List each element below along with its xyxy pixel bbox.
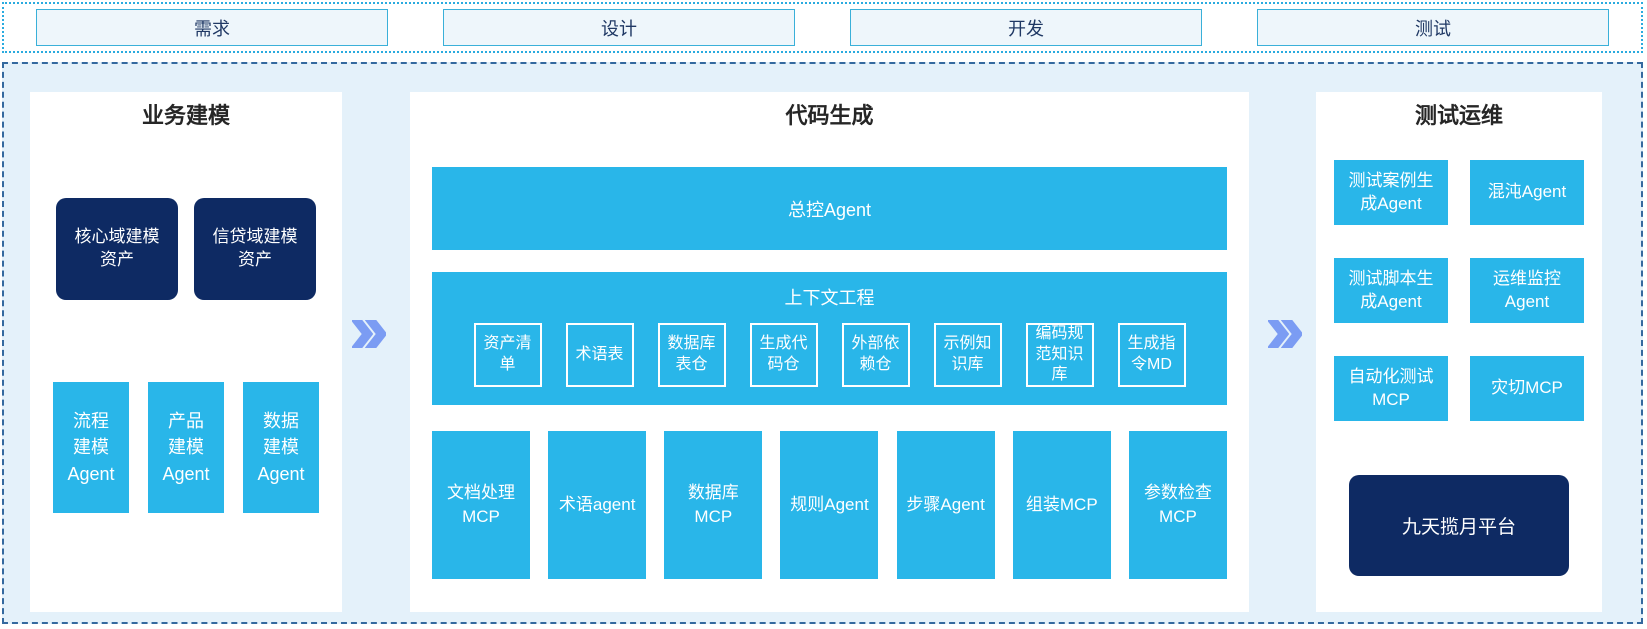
code-generation-title: 代码生成: [785, 103, 874, 128]
phase-requirements: 需求: [36, 9, 388, 46]
test-operations-title: 测试运维: [1414, 103, 1503, 128]
phase-design: 设计: [443, 9, 795, 46]
context-box-example-knowledge: 示例知识库: [933, 323, 1002, 387]
agent-box-data-modeling: 数据建模Agent: [243, 382, 319, 513]
testops-box-test-script-gen-agent: 测试脚本生成Agent: [1334, 258, 1448, 323]
tool-box-step-agent: 步骤Agent: [896, 431, 995, 579]
tool-box-glossary-agent: 术语agent: [548, 431, 647, 579]
flow-arrow-icon: [1268, 320, 1302, 348]
panel-business-modeling: 业务建模 核心域建模资产 信贷域建模资产 流程建模Agent 产品建模Agent…: [30, 92, 342, 612]
context-item-row: 资产清单 术语表 数据库表仓 生成代码仓 外部依赖仓 示例知识库 编码规范知识库…: [432, 323, 1227, 387]
tool-box-database-mcp: 数据库MCP: [664, 431, 763, 579]
context-engineering-title: 上下文工程: [784, 288, 875, 308]
context-box-external-deps-repo: 外部依赖仓: [841, 323, 910, 387]
panel-code-generation: 代码生成 总控Agent 上下文工程 资产清单 术语表 数据库表仓 生成代码仓 …: [410, 92, 1249, 612]
platform-box-jiutian-lanyue: 九天揽月平台: [1349, 475, 1569, 576]
flow-arrow-icon: [352, 320, 386, 348]
context-box-generation-instructions: 生成指令MD: [1117, 323, 1186, 387]
testops-box-test-case-gen-agent: 测试案例生成Agent: [1334, 160, 1448, 225]
panel-test-operations: 测试运维 测试案例生成Agent 混沌Agent 测试脚本生成Agent 运维监…: [1316, 92, 1602, 612]
testops-box-chaos-agent: 混沌Agent: [1470, 160, 1584, 225]
master-agent-bar: 总控Agent: [432, 167, 1227, 250]
codegen-tool-row: 文档处理MCP 术语agent 数据库MCP 规则Agent 步骤Agent 组…: [432, 431, 1227, 579]
context-box-coding-standards: 编码规范知识库: [1025, 323, 1094, 387]
tool-box-doc-processing-mcp: 文档处理MCP: [432, 431, 530, 579]
phase-development: 开发: [850, 9, 1202, 46]
context-engineering-bar: 上下文工程 资产清单 术语表 数据库表仓 生成代码仓 外部依赖仓 示例知识库 编…: [432, 272, 1227, 405]
asset-box-credit-domain: 信贷域建模资产: [194, 198, 316, 300]
testops-box-disaster-switch-mcp: 灾切MCP: [1470, 356, 1584, 421]
testops-box-automated-test-mcp: 自动化测试MCP: [1334, 356, 1448, 421]
tool-box-rule-agent: 规则Agent: [780, 431, 879, 579]
phase-testing: 测试: [1257, 9, 1609, 46]
modeling-agent-row: 流程建模Agent 产品建模Agent 数据建模Agent: [30, 382, 342, 513]
agent-box-process-modeling: 流程建模Agent: [53, 382, 129, 513]
tool-box-param-check-mcp: 参数检查MCP: [1128, 431, 1227, 579]
context-box-asset-list: 资产清单: [473, 323, 542, 387]
asset-box-core-domain: 核心域建模资产: [56, 198, 178, 300]
testops-box-ops-monitoring-agent: 运维监控Agent: [1470, 258, 1584, 323]
testops-grid: 测试案例生成Agent 混沌Agent 测试脚本生成Agent 运维监控Agen…: [1316, 160, 1602, 421]
business-modeling-title: 业务建模: [141, 103, 230, 128]
modeling-asset-row: 核心域建模资产 信贷域建模资产: [30, 198, 342, 300]
agent-box-product-modeling: 产品建模Agent: [148, 382, 224, 513]
phase-band: 需求 设计 开发 测试: [2, 2, 1643, 53]
context-box-generated-code-repo: 生成代码仓: [749, 323, 818, 387]
context-box-db-table-repo: 数据库表仓: [657, 323, 726, 387]
context-box-glossary: 术语表: [565, 323, 634, 387]
tool-box-assembly-mcp: 组装MCP: [1012, 431, 1111, 579]
main-diagram-area: 业务建模 核心域建模资产 信贷域建模资产 流程建模Agent 产品建模Agent…: [2, 62, 1643, 624]
